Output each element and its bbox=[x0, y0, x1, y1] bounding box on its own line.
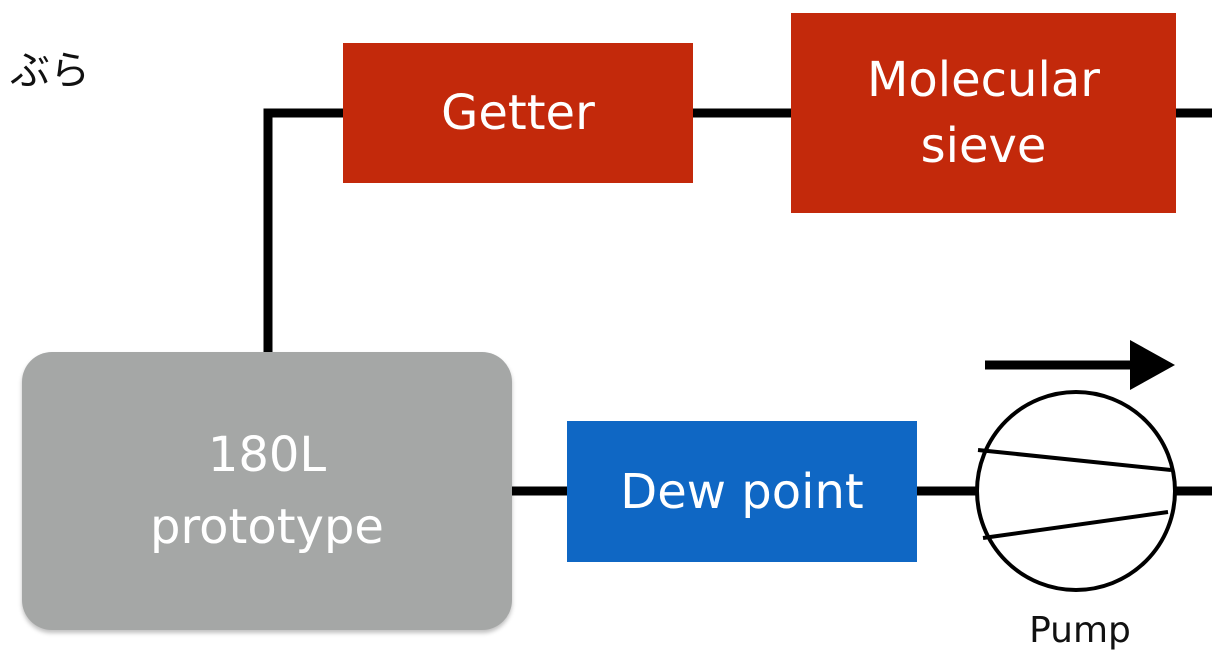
pump-label: Pump bbox=[1029, 610, 1131, 651]
prototype-node: 180L prototype bbox=[22, 352, 512, 630]
dew-point-node: Dew point bbox=[567, 421, 917, 562]
molecular-sieve-label-line1: Molecular bbox=[867, 52, 1100, 108]
dew-point-label: Dew point bbox=[620, 463, 864, 520]
arrow-right-icon bbox=[985, 340, 1175, 390]
molecular-sieve-label-line2: sieve bbox=[920, 118, 1047, 174]
prototype-label-line1: 180L bbox=[207, 427, 327, 483]
getter-node: Getter bbox=[343, 43, 693, 183]
pump-icon bbox=[975, 390, 1177, 592]
getter-label: Getter bbox=[441, 85, 595, 141]
line-prototype-to-getter bbox=[263, 108, 343, 352]
prototype-label-line2: prototype bbox=[150, 499, 384, 555]
corner-text-fragment: ぶら bbox=[10, 48, 90, 94]
molecular-sieve-node: Molecular sieve bbox=[791, 13, 1176, 213]
